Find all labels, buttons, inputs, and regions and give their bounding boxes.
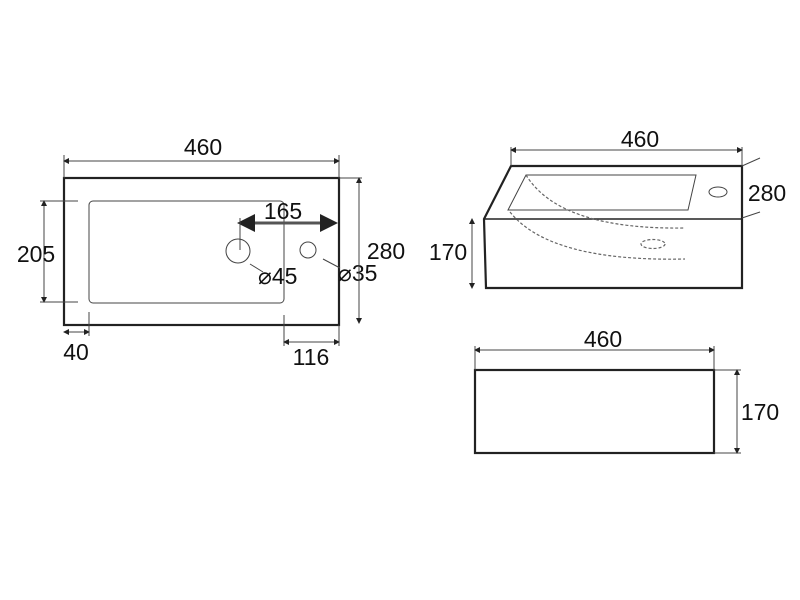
iso-basin-opening: [507, 174, 697, 211]
iso-view: 460 280 170: [429, 126, 786, 290]
iso-drain: [640, 238, 666, 250]
tap-hole: [225, 238, 251, 264]
basin-depth-label: 205: [17, 241, 55, 267]
overflow-hole: [299, 241, 317, 259]
front-outline: [473, 368, 716, 455]
tap-hole-diameter-label: ⌀45: [258, 263, 297, 289]
front-width-label: 460: [584, 326, 622, 352]
iso-width-label: 460: [621, 126, 659, 152]
iso-overflow-hole: [708, 186, 728, 198]
left-margin-label: 40: [63, 339, 89, 365]
front-height-label: 170: [741, 399, 779, 425]
iso-outline: [482, 164, 744, 290]
hole-spacing-label: 165: [264, 198, 302, 224]
depth-label: 280: [367, 238, 405, 264]
basin-bowl-outline: [88, 200, 285, 304]
iso-depth-label: 280: [748, 180, 786, 206]
width-label: 460: [184, 134, 222, 160]
iso-height-label: 170: [429, 239, 467, 265]
right-margin-label: 116: [293, 344, 330, 370]
plan-outline: [62, 176, 341, 327]
front-view: 460 170: [473, 326, 779, 455]
plan-view: 460 165 ⌀45 ⌀35 205 280 40 116: [17, 134, 405, 370]
